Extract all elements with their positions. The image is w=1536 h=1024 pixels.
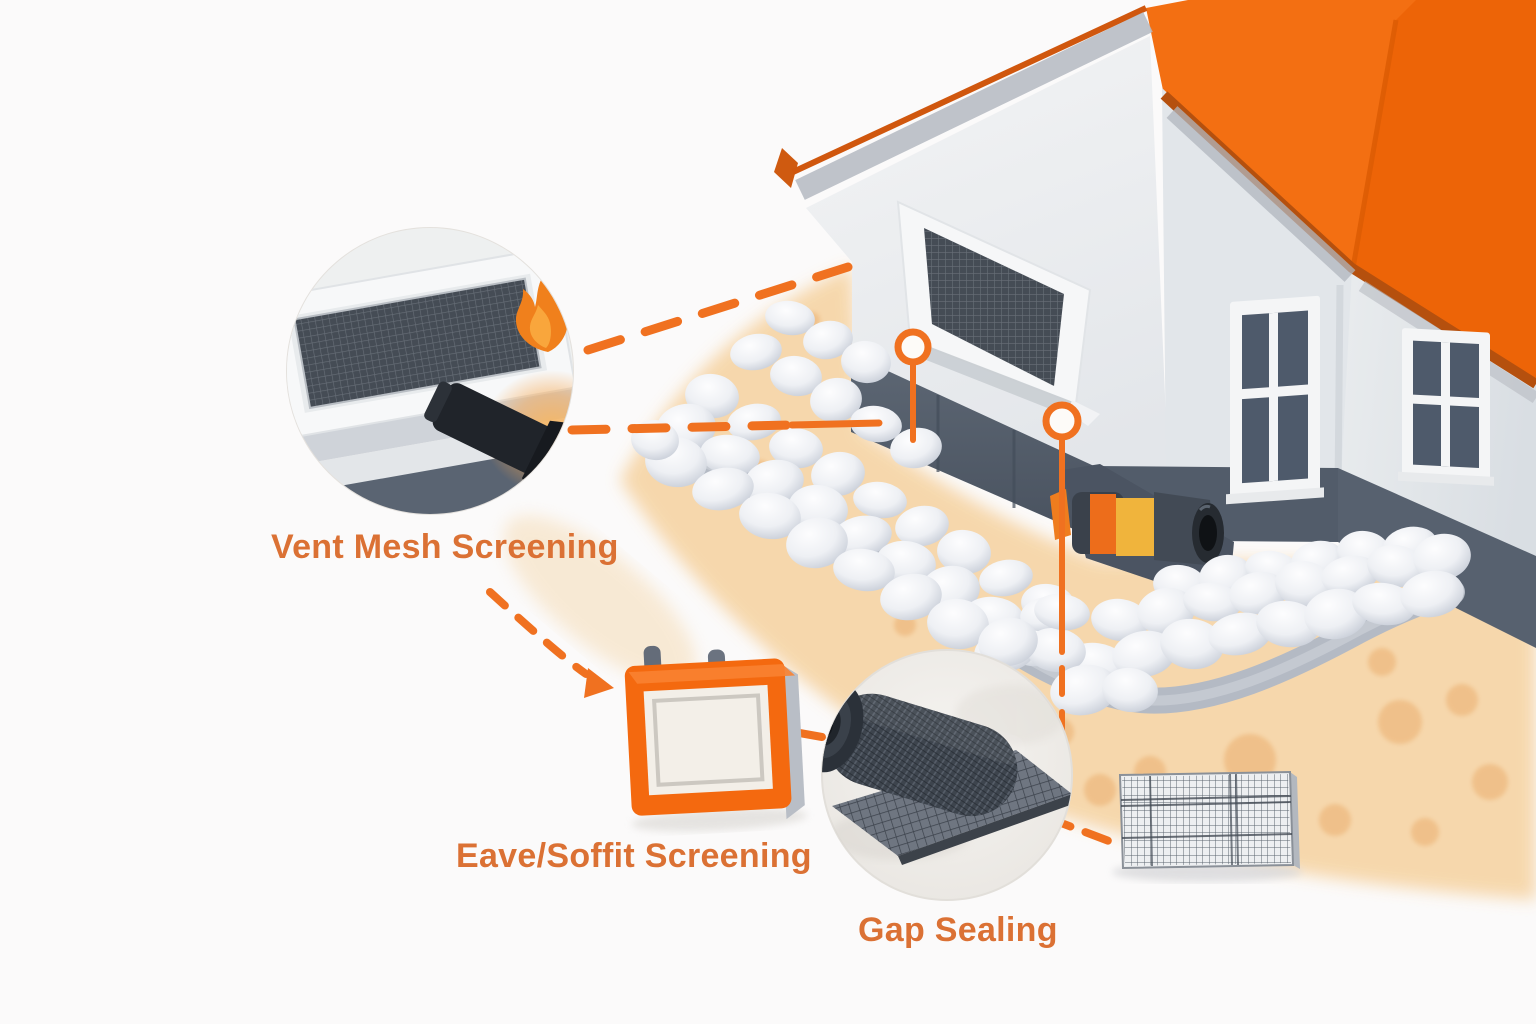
roof <box>774 0 1536 382</box>
vent-grille-icon <box>896 200 1100 426</box>
mesh-roll-inset-circle <box>821 649 1073 901</box>
vent-mesh-screening-label: Vent Mesh Screening <box>271 528 619 566</box>
callout-pin-icon <box>894 328 932 443</box>
window <box>1398 328 1494 486</box>
caulk-gun-icon <box>1050 489 1224 566</box>
mesh-roll-icon <box>822 682 1072 865</box>
curved-arrow-icon <box>486 588 614 698</box>
eave-soffit-screening-label: Eave/Soffit Screening <box>456 837 812 875</box>
window <box>1226 295 1324 505</box>
gap-sealing-label: Gap Sealing <box>858 911 1058 949</box>
mesh-panel-icon <box>1112 770 1302 882</box>
soffit-vent-icon <box>624 645 808 832</box>
